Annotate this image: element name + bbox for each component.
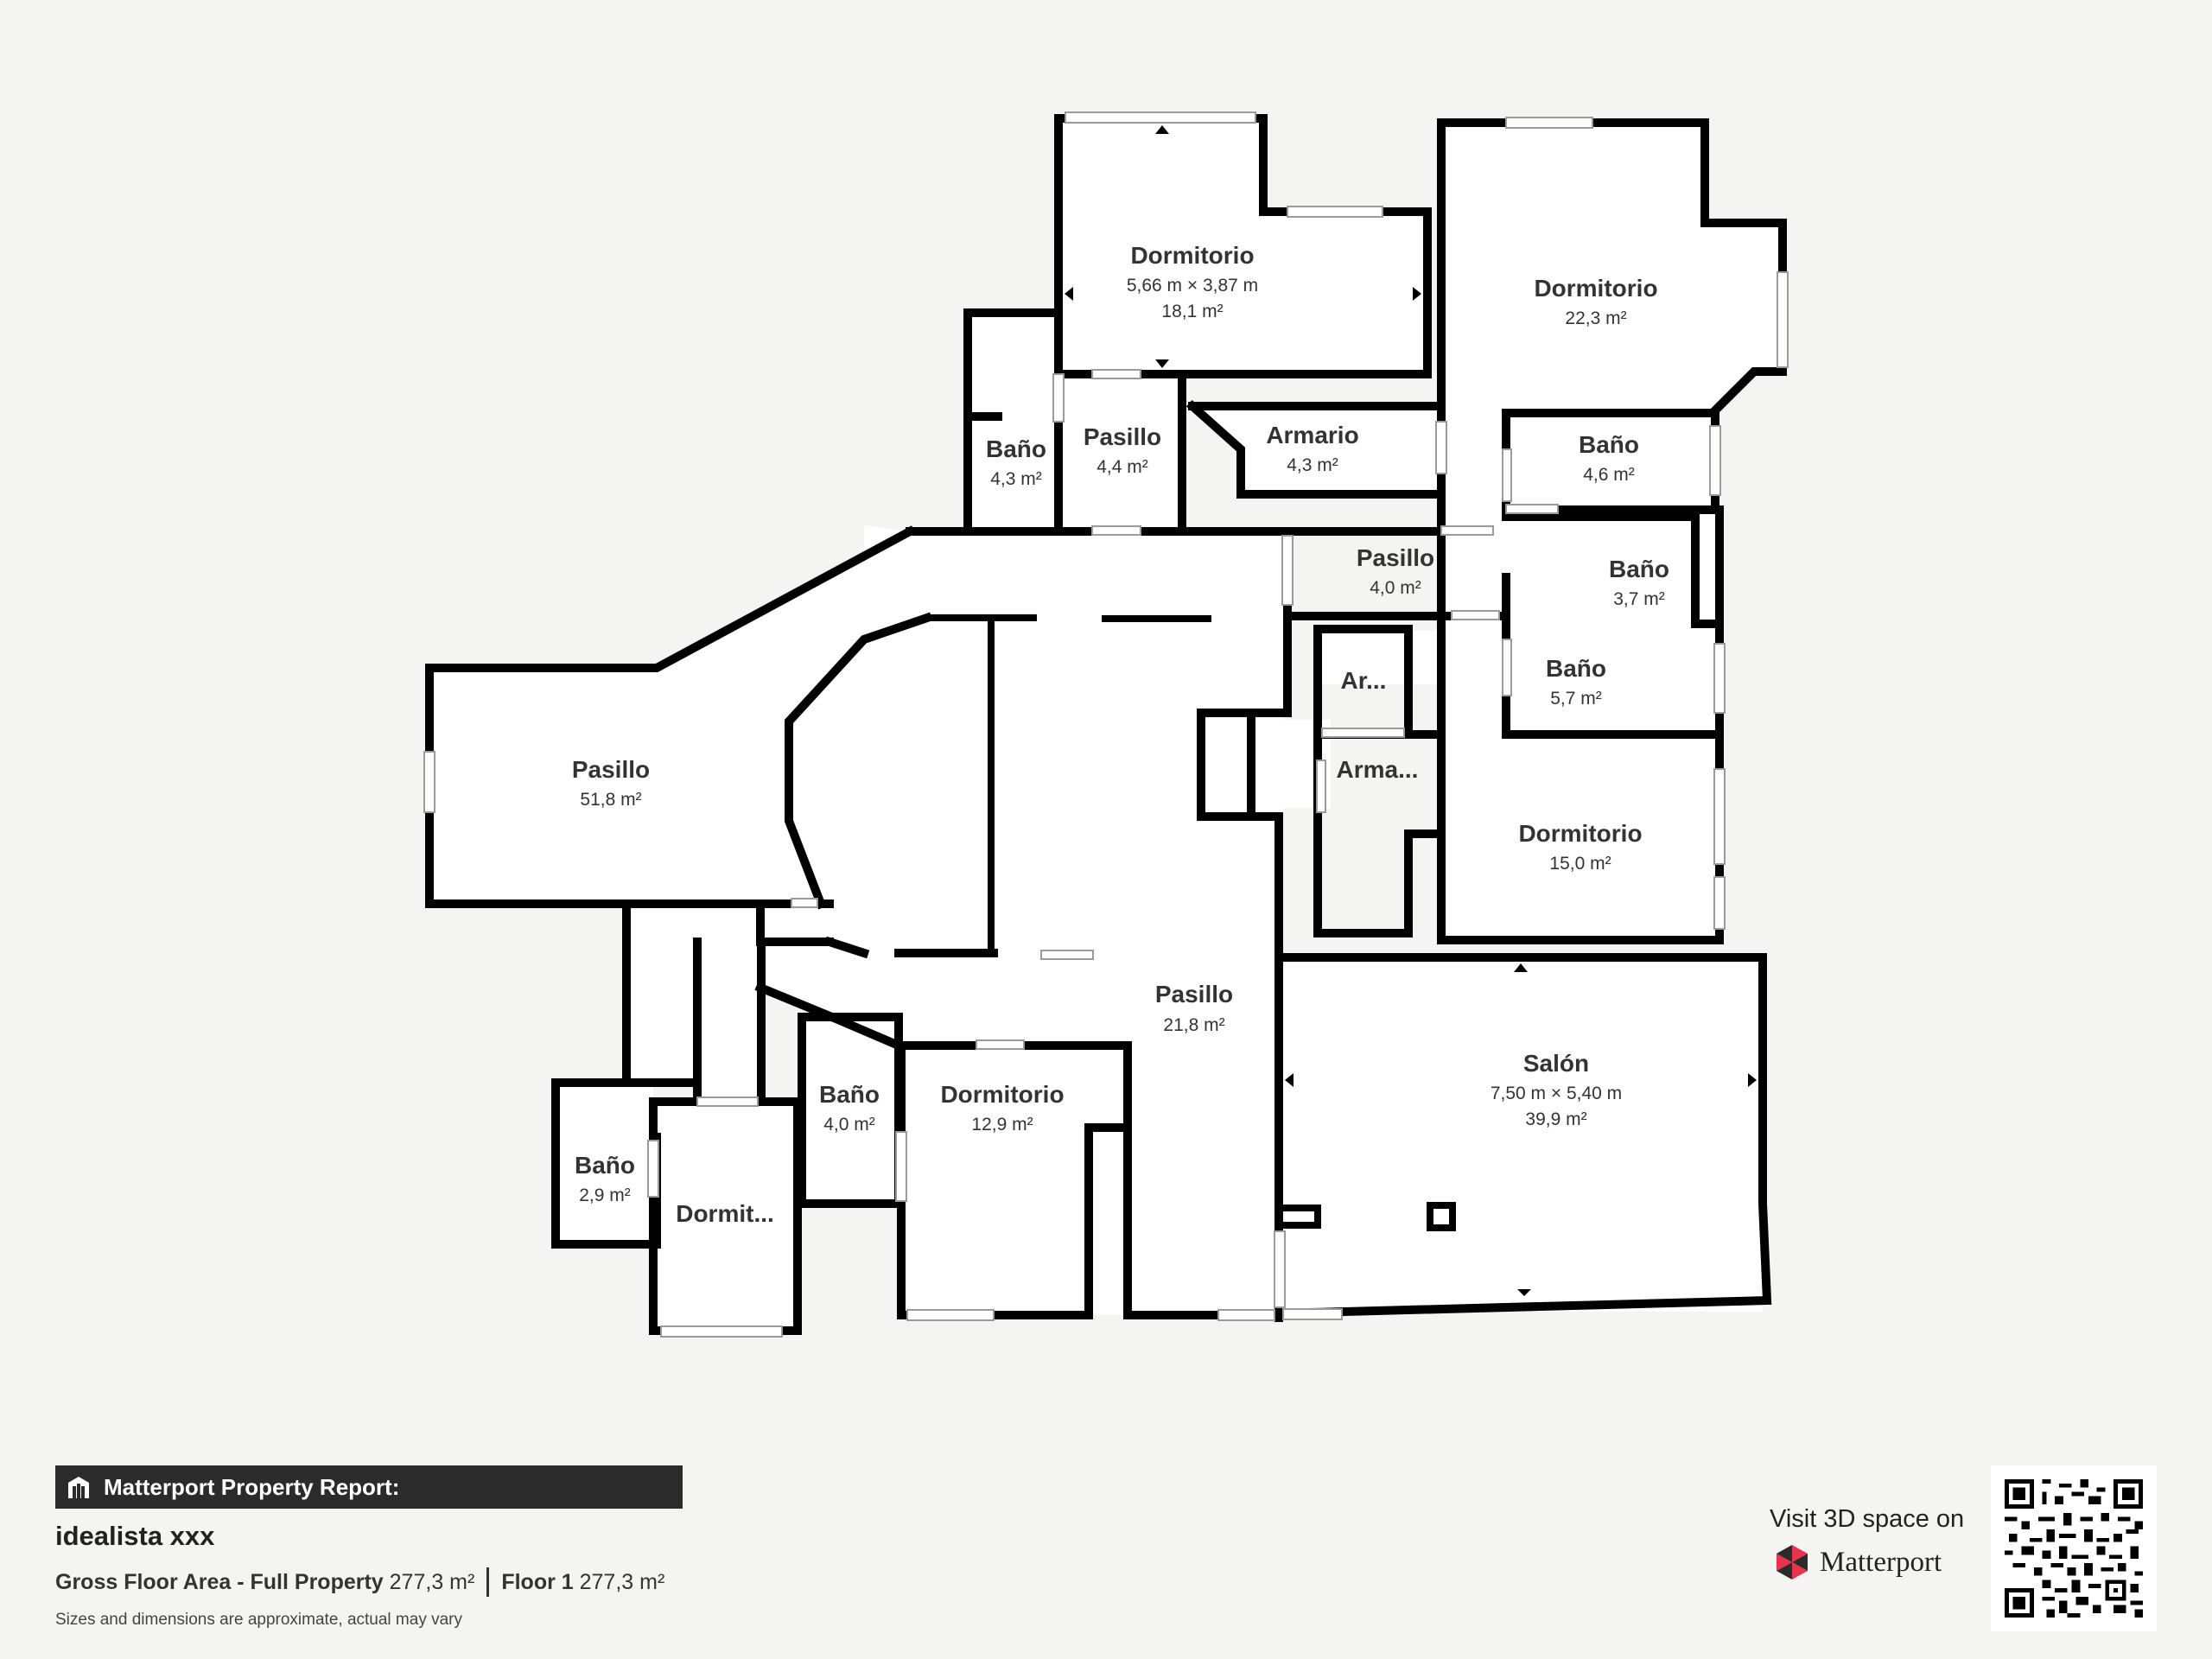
room-area: 21,8 m² [1163,1015,1224,1035]
room-name: Pasillo [1357,544,1434,571]
room-name: Dormitorio [940,1081,1064,1108]
visit-text: Visit 3D space on [1770,1505,1965,1533]
room-name: Arma... [1337,756,1419,783]
room-area: 39,9 m² [1525,1109,1586,1129]
floor-area-summary: Gross Floor Area - Full Property 277,3 m… [55,1567,664,1597]
brand-name: Matterport [1820,1546,1942,1578]
room-name: Armario [1266,422,1358,448]
separator [486,1567,490,1597]
room-dimensions: 7,50 m × 5,40 m [1491,1084,1622,1103]
report-title-bar: Matterport Property Report: [55,1465,683,1509]
room-area: 22,3 m² [1565,308,1626,328]
windows [423,111,1789,1338]
report-title: Matterport Property Report: [104,1473,400,1500]
room-area: 5,7 m² [1550,689,1602,709]
room-name: Pasillo [572,756,650,783]
building-icon [68,1477,89,1498]
floor-area-value: 277,3 m² [579,1569,665,1594]
room-name: Dormitorio [1534,275,1657,302]
room-name: Pasillo [1155,981,1233,1007]
room-area: 4,3 m² [990,469,1042,489]
room-name: Ar... [1341,667,1387,694]
room-name: Pasillo [1084,423,1161,450]
dimension-arrows [1065,125,1757,1296]
room-area: 15,0 m² [1549,854,1611,874]
room-area: 4,0 m² [1370,578,1421,598]
room-name: Baño [819,1081,880,1108]
qr-code-icon [2005,1479,2143,1618]
room-area: 12,9 m² [971,1115,1033,1135]
room-name: Baño [575,1152,635,1179]
room-name: Salón [1523,1050,1589,1077]
property-name: idealista xxx [55,1521,215,1551]
room-area: 18,1 m² [1161,302,1223,321]
room-name: Dormit... [676,1200,774,1227]
room-area: 4,4 m² [1096,457,1148,477]
gross-area-value: 277,3 m² [389,1569,475,1594]
room-name: Baño [986,435,1046,462]
room-name: Baño [1546,655,1606,682]
qr-code[interactable] [1991,1465,2157,1631]
floor-label: Floor 1 [501,1569,574,1594]
room-area: 2,9 m² [579,1185,631,1205]
disclaimer: Sizes and dimensions are approximate, ac… [55,1611,463,1629]
room-name: Dormitorio [1130,242,1254,269]
room-area: 4,0 m² [823,1115,875,1135]
room-area: 3,7 m² [1613,589,1665,609]
room-area: 4,3 m² [1287,455,1338,475]
matterport-logo-icon [1777,1545,1808,1580]
gross-area-label: Gross Floor Area - Full Property [55,1569,384,1594]
room-fills [429,118,1783,1331]
room-dimensions: 5,66 m × 3,87 m [1127,276,1258,296]
matterport-brand[interactable]: Matterport [1773,1543,1942,1581]
room-name: Dormitorio [1518,820,1642,847]
room-area: 51,8 m² [580,790,641,810]
room-name: Baño [1579,431,1639,458]
room-name: Baño [1609,556,1669,582]
room-labels: Dormitorio 5,66 m × 3,87 m 18,1 m² Dormi… [572,242,1669,1227]
room-area: 4,6 m² [1583,465,1635,485]
